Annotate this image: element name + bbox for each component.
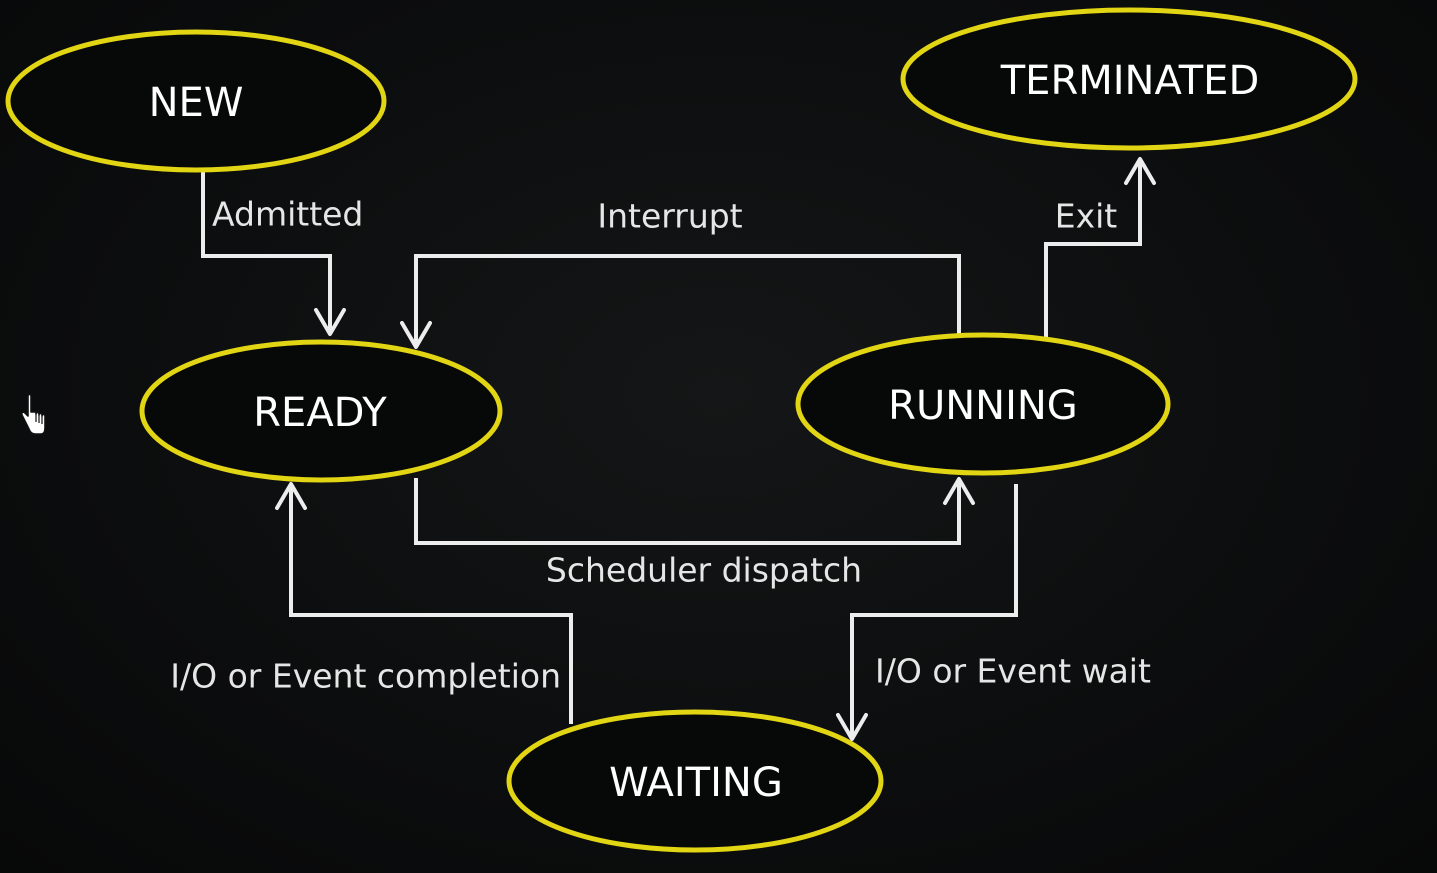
hand-pointer-icon bbox=[20, 393, 46, 435]
state-waiting: WAITING bbox=[506, 709, 884, 853]
edge-io-event-completion bbox=[275, 482, 573, 724]
state-terminated-label: TERMINATED bbox=[1000, 58, 1260, 104]
state-ready: READY bbox=[139, 339, 503, 483]
edge-admitted bbox=[201, 172, 346, 336]
label-scheduler-dispatch: Scheduler dispatch bbox=[546, 551, 862, 590]
state-ready-label: READY bbox=[253, 390, 387, 436]
label-io-event-completion: I/O or Event completion bbox=[170, 657, 561, 696]
state-terminated: TERMINATED bbox=[900, 7, 1358, 151]
label-exit: Exit bbox=[1055, 197, 1118, 236]
edge-exit bbox=[1044, 157, 1156, 338]
label-io-event-wait: I/O or Event wait bbox=[875, 652, 1151, 691]
state-waiting-label: WAITING bbox=[609, 760, 783, 806]
label-interrupt: Interrupt bbox=[597, 197, 742, 236]
edge-interrupt bbox=[400, 254, 961, 349]
edge-scheduler-dispatch bbox=[414, 477, 975, 545]
state-new: NEW bbox=[5, 29, 387, 173]
state-running-label: RUNNING bbox=[888, 383, 1078, 429]
state-new-label: NEW bbox=[149, 80, 244, 126]
state-running: RUNNING bbox=[795, 332, 1171, 476]
edge-io-event-wait bbox=[836, 484, 1018, 741]
label-admitted: Admitted bbox=[212, 195, 363, 234]
